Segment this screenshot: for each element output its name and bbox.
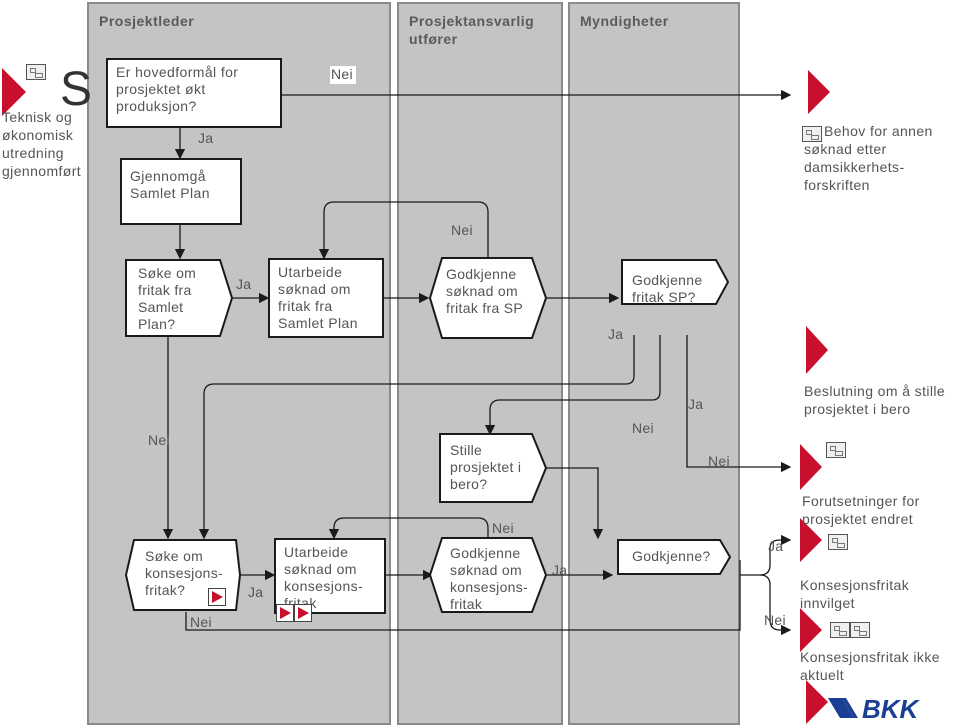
outcome-exemption-not-relevant: Konsesjonsfritak ikke aktuelt [800,649,940,683]
node-review-plan: Gjennomgå Samlet Plan [120,158,242,225]
start-letter: S [60,63,93,116]
edge-label: Nei [764,612,786,628]
document-icon [826,442,846,458]
edge-label: Nei [190,614,212,630]
outcome-prereq-changed: Forutsetninger for prosjektet endret [802,493,920,527]
lane-authorities: Myndigheter [568,2,740,725]
node-approve-application-sp: Godkjenne søknad om fritak fra SP [446,266,524,316]
node-approve: Godkjenne? [632,548,711,564]
node-apply-exemption: Søke om fritak fra Samlet Plan? [138,265,197,332]
edge-label: Nei [331,66,353,82]
logo-text: BKK [862,694,921,722]
node-pause-project: Stille prosjektet i bero? [450,442,522,492]
play-button[interactable] [208,588,226,606]
node-main-purpose-text: Er hovedformål for prosjektet økt produk… [116,64,239,114]
outcome-pause-decision: Beslutning om å stille prosjektet i bero [804,383,946,417]
play-button[interactable] [294,604,312,622]
document-icon [828,534,848,550]
edge-label: Ja [198,130,214,146]
start-marker [2,68,26,116]
node-approve-exemption-sp: Godkjenne fritak SP? [632,272,703,305]
document-icon [26,64,46,80]
lane-title-authorities: Myndigheter [580,13,669,29]
node-prepare-application-text: Utarbeide søknad om fritak fra Samlet Pl… [278,264,358,331]
node-apply-concession: Søke om konsesjons-fritak? [145,548,224,598]
play-button[interactable] [276,604,294,622]
edge-label: Nei [148,432,170,448]
edge-label: Ja [608,326,624,342]
edge-label: Nei [632,420,654,436]
edge-label: Ja [236,276,252,292]
lane-title-project-leader: Prosjektleder [99,13,195,29]
document-icon [850,622,870,638]
document-icon [802,126,822,142]
edge-label: Ja [688,396,704,412]
edge-label: Ja [552,562,568,578]
node-prepare-application: Utarbeide søknad om fritak fra Samlet Pl… [268,258,384,338]
document-icon [830,622,850,638]
edge-label: Ja [768,538,784,554]
node-main-purpose: Er hovedformål for prosjektet økt produk… [106,58,282,128]
edge-label: Nei [492,520,514,536]
start-note: Teknisk og økonomisk utredning gjennomfø… [2,109,82,179]
node-review-plan-text: Gjennomgå Samlet Plan [130,168,210,201]
edge-label: Nei [451,222,473,238]
edge-label: Ja [248,584,264,600]
bkk-logo: BKK [828,694,921,722]
lane-title-project-executor: Prosjektansvarlig utfører [409,13,535,47]
outcome-other-application: Behov for annen søknad etter damsikkerhe… [804,123,933,193]
edge-label: Nei [708,453,730,469]
node-approve-concession-app: Godkjenne søknad om konsesjons-fritak [450,545,529,612]
outcome-exemption-granted: Konsesjonsfritak innvilget [800,577,910,611]
